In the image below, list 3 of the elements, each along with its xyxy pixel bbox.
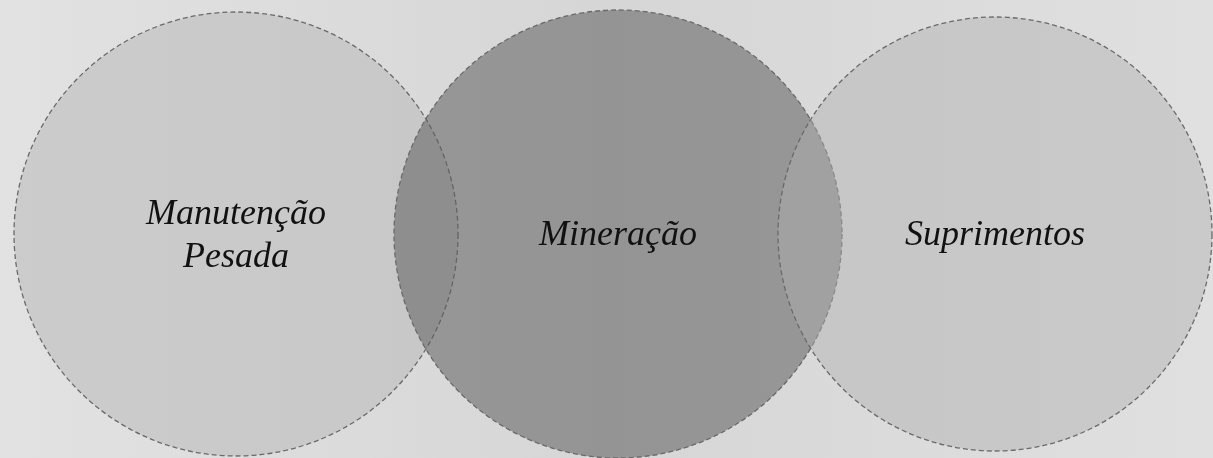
circle-label: Manutenção Pesada: [144, 190, 327, 277]
circle-label: Suprimentos: [904, 212, 1086, 256]
circle-label: Mineração: [537, 212, 698, 256]
